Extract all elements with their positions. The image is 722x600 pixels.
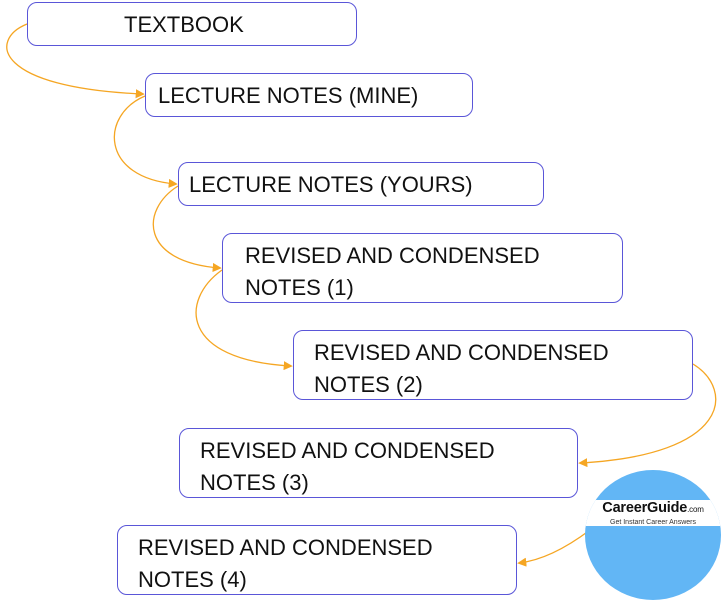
node-revised-notes-3: REVISED AND CONDENSED NOTES (3) (179, 428, 578, 498)
logo-tagline: Get Instant Career Answers (610, 519, 696, 526)
node-lecture-notes-yours: LECTURE NOTES (YOURS) (178, 162, 544, 206)
node-label-line: NOTES (1) (245, 275, 354, 300)
node-label-line: REVISED AND CONDENSED (138, 535, 433, 560)
node-label-line: TEXTBOOK (124, 12, 244, 37)
node-label-line: LECTURE NOTES (MINE) (158, 83, 419, 108)
node-lecture-notes-mine: LECTURE NOTES (MINE) (145, 73, 473, 117)
logo-banner: CareerGuide.com Get Instant Career Answe… (585, 500, 721, 526)
node-revised-notes-2: REVISED AND CONDENSED NOTES (2) (293, 330, 693, 400)
node-label-line: NOTES (4) (138, 567, 247, 592)
logo-wordmark: CareerGuide.com (585, 500, 721, 518)
node-label-line: REVISED AND CONDENSED (314, 340, 609, 365)
node-revised-notes-4: REVISED AND CONDENSED NOTES (4) (117, 525, 517, 595)
node-revised-notes-1: REVISED AND CONDENSED NOTES (1) (222, 233, 623, 303)
node-label-line: NOTES (2) (314, 372, 423, 397)
node-label-line: REVISED AND CONDENSED (245, 243, 540, 268)
node-textbook: TEXTBOOK (27, 2, 357, 46)
connector-6-7 (517, 529, 591, 567)
careerguide-watermark-logo: CareerGuide.com Get Instant Career Answe… (585, 470, 721, 600)
node-label-line: NOTES (3) (200, 470, 309, 495)
node-label-line: LECTURE NOTES (YOURS) (189, 172, 473, 197)
logo-suffix: .com (687, 505, 704, 514)
logo-name: CareerGuide (602, 500, 688, 516)
node-label-line: REVISED AND CONDENSED (200, 438, 495, 463)
